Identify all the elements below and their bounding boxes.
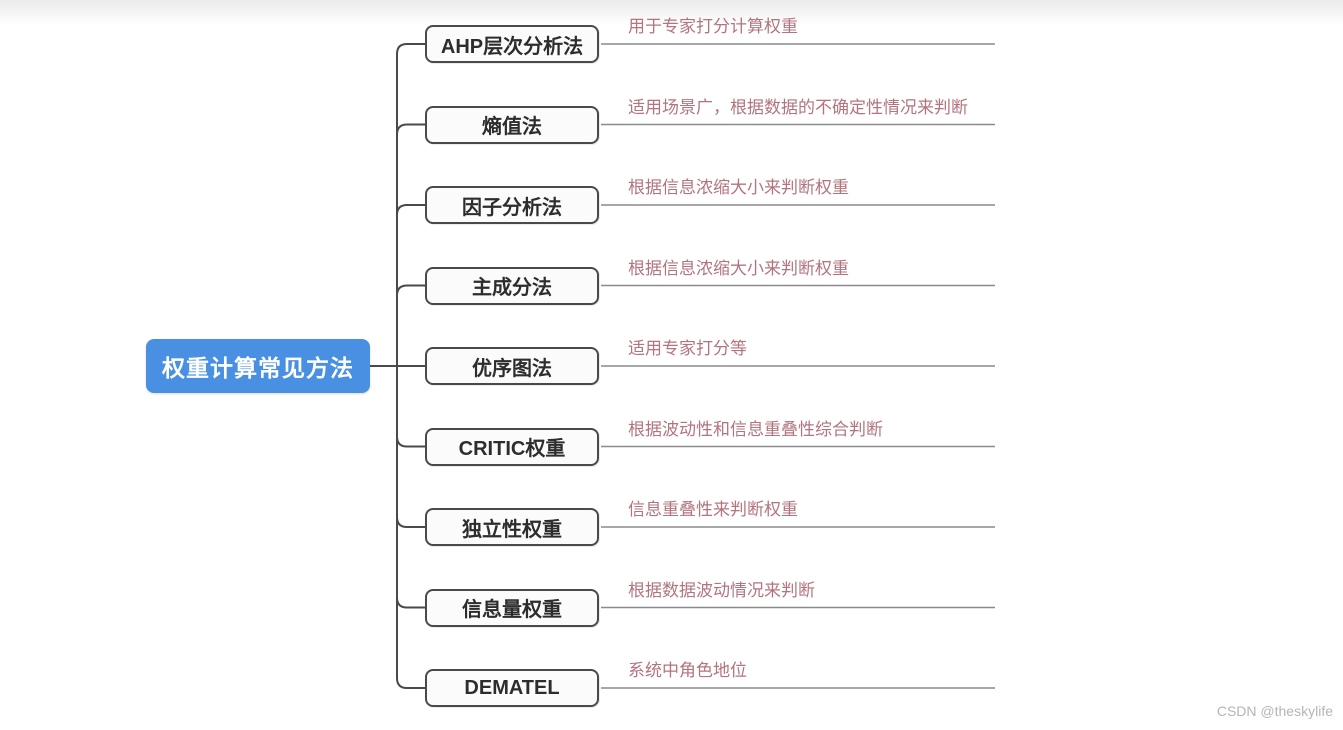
method-node[interactable]: 熵值法: [425, 105, 599, 144]
method-node-label: 熵值法: [482, 116, 542, 138]
watermark: CSDN @theskylife: [1216, 703, 1333, 719]
method-description[interactable]: 根据波动性和信息重叠性综合判断: [628, 419, 883, 439]
method-node-label: 独立性权重: [462, 518, 562, 541]
method-node-label: DEMATEL: [464, 676, 560, 699]
method-description[interactable]: 根据数据波动情况来判断: [628, 580, 815, 600]
method-description[interactable]: 适用场景广，根据数据的不确定性情况来判断: [628, 97, 968, 117]
method-node-label: AHP层次分析法: [440, 35, 584, 58]
method-node-label: 主成分法: [472, 277, 552, 299]
method-node[interactable]: 独立性权重: [425, 508, 599, 546]
method-description[interactable]: 根据信息浓缩大小来判断权重: [628, 178, 849, 197]
method-node-label: 因子分析法: [462, 196, 562, 219]
method-description[interactable]: 用于专家打分计算权重: [628, 17, 798, 36]
method-node[interactable]: 主成分法: [425, 266, 599, 305]
method-node[interactable]: 信息量权重: [425, 588, 599, 627]
method-node-label: 信息量权重: [462, 599, 562, 621]
method-node[interactable]: CRITIC权重: [425, 427, 599, 466]
root-node[interactable]: 权重计算常见方法: [146, 339, 370, 393]
method-description[interactable]: 适用专家打分等: [628, 339, 747, 358]
method-node-label: CRITIC权重: [458, 438, 566, 460]
method-node-label: 优序图法: [472, 357, 552, 380]
method-description[interactable]: 根据信息浓缩大小来判断权重: [628, 258, 849, 278]
method-description[interactable]: 系统中角色地位: [628, 661, 747, 680]
method-node[interactable]: AHP层次分析法: [425, 25, 599, 63]
method-node[interactable]: 因子分析法: [425, 186, 599, 224]
root-node-label: 权重计算常见方法: [162, 355, 354, 381]
method-node[interactable]: 优序图法: [425, 347, 599, 385]
method-node[interactable]: DEMATEL: [425, 669, 599, 707]
method-description[interactable]: 信息重叠性来判断权重: [628, 500, 798, 519]
